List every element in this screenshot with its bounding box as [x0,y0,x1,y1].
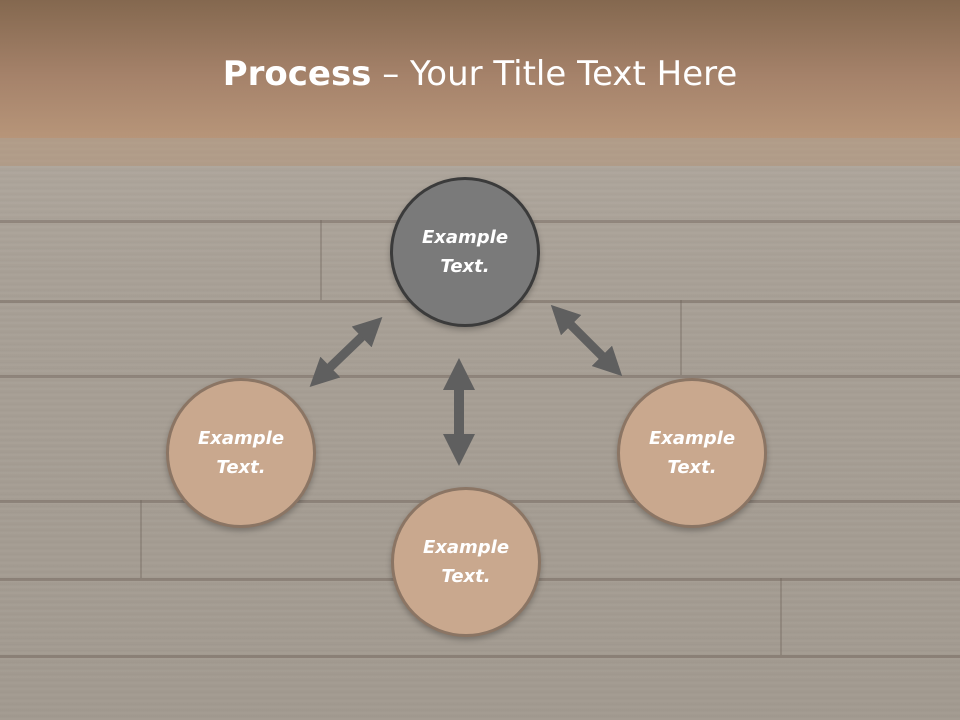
double-arrow-center-left [309,317,383,387]
title-bar [0,0,960,138]
plank-divider [0,655,960,658]
title-bold: Process [222,54,372,94]
process-node-center[interactable]: Example Text. [390,177,540,327]
title-rest: – Your Title Text Here [371,54,738,94]
plank-seam [780,578,782,655]
plank-seam [320,220,322,300]
process-node-bottom[interactable]: Example Text. [391,487,541,637]
node-center-text: Example Text. [421,227,509,277]
node-bottom-text: Example Text. [422,537,510,587]
process-node-right[interactable]: Example Text. [617,378,767,528]
title-bar-shadow-strip [0,138,960,166]
plank-divider [0,375,960,378]
process-node-left[interactable]: Example Text. [166,378,316,528]
slide-title[interactable]: Process – Your Title Text Here [0,52,960,96]
node-left-text: Example Text. [197,428,285,478]
node-right-text: Example Text. [648,428,736,478]
plank-seam [680,300,682,375]
double-arrow-center-right [550,304,623,377]
plank-seam [140,500,142,578]
